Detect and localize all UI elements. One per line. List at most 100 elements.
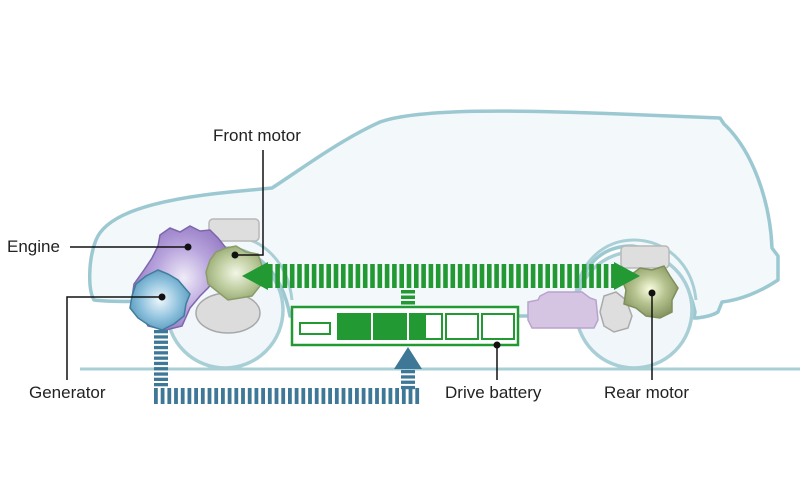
charge-flow-dash-horizontal xyxy=(368,388,373,404)
power-flow-dash xyxy=(406,264,412,288)
rear-lilac-module xyxy=(527,291,599,329)
power-flow-dash xyxy=(268,264,273,288)
label-front-motor: Front motor xyxy=(213,126,301,145)
power-flow-dash xyxy=(435,264,441,288)
charge-flow-dash-horizontal xyxy=(321,388,326,404)
charge-flow-dash-horizontal xyxy=(154,388,158,404)
power-flow-dash xyxy=(479,264,485,288)
power-flow-dash xyxy=(567,264,572,288)
charge-flow-dash-up xyxy=(401,385,415,390)
power-flow-dash xyxy=(560,264,565,288)
power-flow-dash xyxy=(450,264,456,288)
battery-cell-fill xyxy=(374,314,406,339)
power-flow-dash xyxy=(574,264,580,288)
power-flow-dash xyxy=(545,264,550,288)
charge-flow-dash-vertical xyxy=(154,367,168,371)
charge-flow-dash-horizontal xyxy=(314,388,319,404)
charge-flow-dash-vertical xyxy=(154,345,168,350)
charge-flow-dash-up xyxy=(401,370,415,374)
battery-connector-dash xyxy=(401,295,415,299)
power-flow-dash xyxy=(443,264,448,288)
charge-flow-dash-vertical xyxy=(154,351,168,355)
power-flow-dash xyxy=(501,264,507,288)
charge-flow-dash-horizontal xyxy=(160,388,165,404)
charge-flow-dash-horizontal xyxy=(274,388,279,404)
charge-flow-dash-horizontal xyxy=(408,388,413,404)
charge-flow-dash-horizontal xyxy=(308,388,312,404)
charge-flow-dash-horizontal xyxy=(361,388,366,404)
power-flow-dash xyxy=(465,264,470,288)
power-flow-dash xyxy=(341,264,346,288)
charge-flow-dash-horizontal xyxy=(241,388,245,404)
charge-flow-dash-horizontal xyxy=(200,388,205,404)
charge-flow-dash-horizontal xyxy=(381,388,386,404)
battery-cell-fill xyxy=(410,314,426,339)
power-flow-dash xyxy=(282,264,288,288)
charge-flow-dash-horizontal xyxy=(267,388,272,404)
power-flow-dash xyxy=(414,264,419,288)
power-flow-dash xyxy=(472,264,477,288)
power-flow-dash xyxy=(538,264,543,288)
power-flow-dash xyxy=(457,264,463,288)
charge-flow-dash-horizontal xyxy=(247,388,252,404)
power-flow-dash xyxy=(377,264,383,288)
battery-cell xyxy=(445,313,479,340)
power-flow-dash xyxy=(355,264,361,288)
power-flow-dash xyxy=(516,264,521,288)
charge-flow-dash-vertical xyxy=(154,356,168,360)
power-flow-dash xyxy=(611,264,616,288)
charge-flow-dash-horizontal xyxy=(194,388,198,404)
dot-engine xyxy=(184,243,192,251)
power-flow-dash xyxy=(552,264,558,288)
charge-flow-dash-horizontal xyxy=(207,388,212,404)
charge-flow-dash-horizontal xyxy=(348,388,353,404)
battery-cell xyxy=(481,313,515,340)
charge-flow-dash-up xyxy=(401,380,415,384)
charge-flow-dash-horizontal xyxy=(388,388,393,404)
power-flow-dash xyxy=(603,264,609,288)
power-flow-dash xyxy=(589,264,594,288)
charge-flow-dash-vertical xyxy=(154,340,168,344)
charge-flow-dash-horizontal xyxy=(401,388,406,404)
dot-generator xyxy=(158,293,166,301)
charge-flow-dash-horizontal xyxy=(234,388,239,404)
label-rear-motor: Rear motor xyxy=(604,383,690,402)
dot-rear-motor xyxy=(648,289,656,297)
charge-flow-dash-horizontal xyxy=(167,388,172,404)
leader-front-motor xyxy=(235,150,264,256)
charge-flow-dash-horizontal xyxy=(174,388,178,404)
front-motor-shape xyxy=(205,245,267,301)
charge-flow-dash-up xyxy=(401,375,415,379)
charge-flow-dash-horizontal xyxy=(415,388,420,404)
battery-connector xyxy=(401,290,415,305)
leader-lines xyxy=(66,150,653,380)
leader-generator xyxy=(66,296,162,380)
charge-flow-dash-horizontal xyxy=(180,388,185,404)
charge-flow-dash-vertical xyxy=(154,330,168,334)
charge-flow-dash-horizontal xyxy=(301,388,306,404)
power-flow-arrow xyxy=(268,264,616,288)
charge-flow-dash-vertical xyxy=(154,383,168,387)
charge-flow-dash-horizontal xyxy=(328,388,332,404)
charge-flow-dash-horizontal xyxy=(281,388,286,404)
power-flow-dash xyxy=(370,264,375,288)
drive-battery xyxy=(290,305,520,347)
battery-connector-dash xyxy=(401,301,415,305)
charge-flow-dash-horizontal xyxy=(254,388,259,404)
power-flow-dash xyxy=(348,264,353,288)
charge-flow-dash-vertical xyxy=(154,377,168,381)
power-flow-dash xyxy=(392,264,397,288)
power-flow-dash xyxy=(319,264,324,288)
power-flow-dash xyxy=(311,264,317,288)
power-flow-dash xyxy=(596,264,602,288)
dot-front-motor xyxy=(231,251,239,259)
charge-flow-dash-horizontal xyxy=(294,388,299,404)
power-flow-dash xyxy=(399,264,404,288)
power-flow-dash xyxy=(275,264,280,288)
power-flow-dash xyxy=(508,264,514,288)
power-flow-dash xyxy=(494,264,499,288)
power-flow-dash xyxy=(530,264,536,288)
label-engine: Engine xyxy=(7,237,60,256)
charge-flow-dash-horizontal xyxy=(395,388,399,404)
power-flow-dash xyxy=(333,264,339,288)
